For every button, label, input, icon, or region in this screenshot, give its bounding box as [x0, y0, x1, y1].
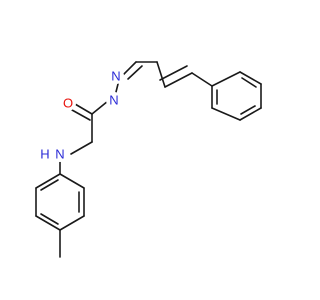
bond-ph-1 — [211, 71, 241, 87]
bond-tol-3 — [59, 215, 85, 231]
bond-ph-5 — [211, 107, 241, 121]
bond-ch2-nh — [70, 141, 93, 155]
atom-o: O — [63, 96, 73, 111]
atom-n-imine: N — [111, 69, 120, 84]
bond-tol-inner-3 — [40, 179, 59, 191]
bond-tol-4 — [35, 215, 61, 231]
bond-ph-inner-1 — [241, 77, 257, 88]
bond-tol-6 — [35, 173, 61, 189]
bond-tol-inner-2 — [40, 213, 59, 225]
bond-ph-4 — [239, 107, 262, 121]
bond-n-n — [115, 83, 119, 93]
atom-h-amine: H — [40, 147, 49, 162]
atom-n-hydrazide: N — [109, 93, 118, 108]
atom-n-amine: N — [55, 147, 64, 162]
bond-nh-carbonyl — [91, 100, 109, 115]
bond-ph-inner-2 — [240, 105, 256, 115]
atom-labels: O N N N H — [38, 68, 124, 162]
bond-c-n-hydrazone-2 — [127, 65, 143, 80]
bond-co-1 — [74, 103, 93, 115]
bond-vinyl-phenyl — [191, 72, 213, 87]
molecule-diagram: O N N N H — [35, 61, 262, 258]
bond-c-vinyl — [156, 61, 166, 88]
bond-tol-1 — [59, 173, 85, 189]
bond-vinyl-double-2 — [159, 65, 188, 81]
bond-ph-2 — [239, 71, 262, 85]
bond-c-n-hydrazone-1 — [122, 61, 137, 76]
bond-vinyl-double-1 — [164, 72, 193, 88]
bond-co-2 — [71, 109, 91, 121]
bonds — [35, 61, 262, 258]
